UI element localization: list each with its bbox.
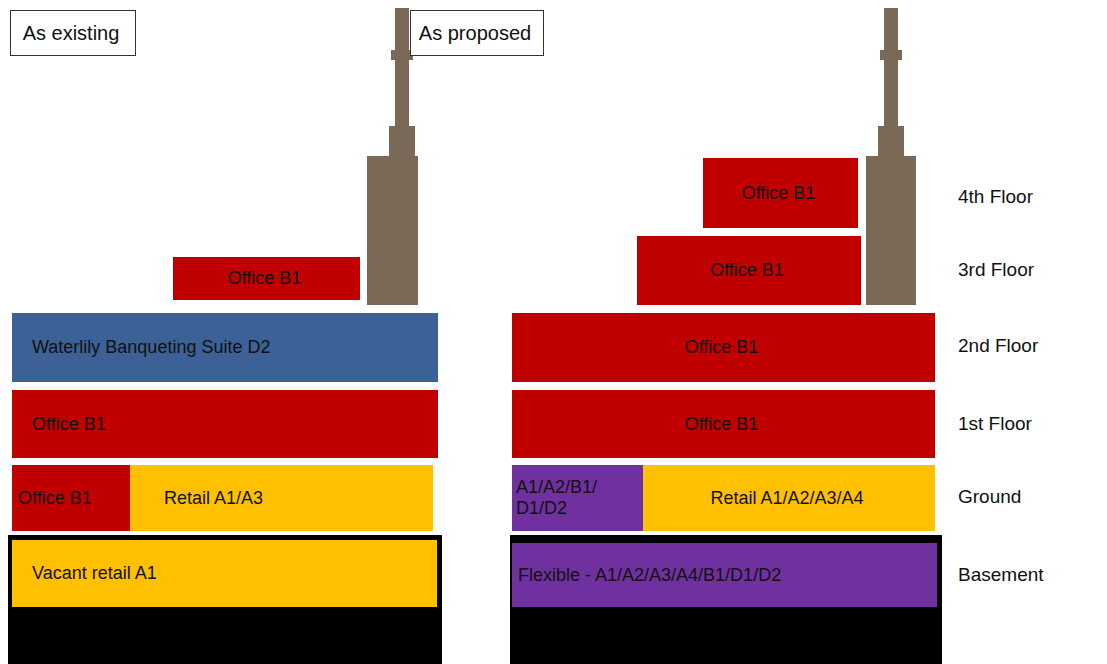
- tower-right: [866, 8, 916, 305]
- use-band: Waterlily Banqueting Suite D2: [12, 313, 438, 382]
- floor-label: 2nd Floor: [958, 335, 1038, 357]
- use-band: Retail A1/A3: [130, 465, 433, 531]
- use-label: A1/A2/B1/ D1/D2: [516, 477, 639, 518]
- floor-label: 3rd Floor: [958, 259, 1034, 281]
- use-band: Office B1: [703, 158, 858, 228]
- use-label: Flexible - A1/A2/A3/A4/B1/D1/D2: [518, 565, 781, 586]
- basement-ground: [510, 535, 942, 664]
- use-label: As existing: [23, 22, 120, 45]
- use-label: Office B1: [32, 414, 106, 435]
- floor-label: Ground: [958, 486, 1021, 508]
- use-label: As proposed: [419, 22, 531, 45]
- use-band: Office B1: [173, 257, 360, 300]
- use-label: Office B1: [685, 337, 759, 358]
- floor-label: 1st Floor: [958, 413, 1032, 435]
- use-label: Office B1: [710, 260, 784, 281]
- use-label: Retail A1/A3: [164, 488, 263, 509]
- use-band: Office B1: [12, 465, 130, 531]
- floor-label: Basement: [958, 564, 1044, 586]
- use-label: Vacant retail A1: [32, 563, 157, 584]
- use-band: Vacant retail A1: [12, 540, 437, 607]
- use-label: Office B1: [228, 268, 302, 289]
- use-label: Office B1: [685, 414, 759, 435]
- basement-ground: [8, 535, 442, 664]
- use-band: Retail A1/A2/A3/A4: [643, 465, 935, 531]
- floor-label: 4th Floor: [958, 186, 1033, 208]
- use-band: Office B1: [12, 390, 438, 458]
- use-label: Retail A1/A2/A3/A4: [710, 488, 863, 509]
- use-band: A1/A2/B1/ D1/D2: [512, 465, 643, 531]
- use-band: Office B1: [512, 390, 935, 458]
- use-band: Office B1: [637, 236, 861, 305]
- caption-box: As existing: [10, 10, 136, 56]
- use-label: Office B1: [18, 488, 92, 509]
- use-band: Flexible - A1/A2/A3/A4/B1/D1/D2: [512, 543, 937, 607]
- use-label: Office B1: [742, 183, 816, 204]
- use-band: Office B1: [512, 313, 935, 382]
- caption-box: As proposed: [410, 10, 544, 56]
- use-label: Waterlily Banqueting Suite D2: [32, 337, 270, 358]
